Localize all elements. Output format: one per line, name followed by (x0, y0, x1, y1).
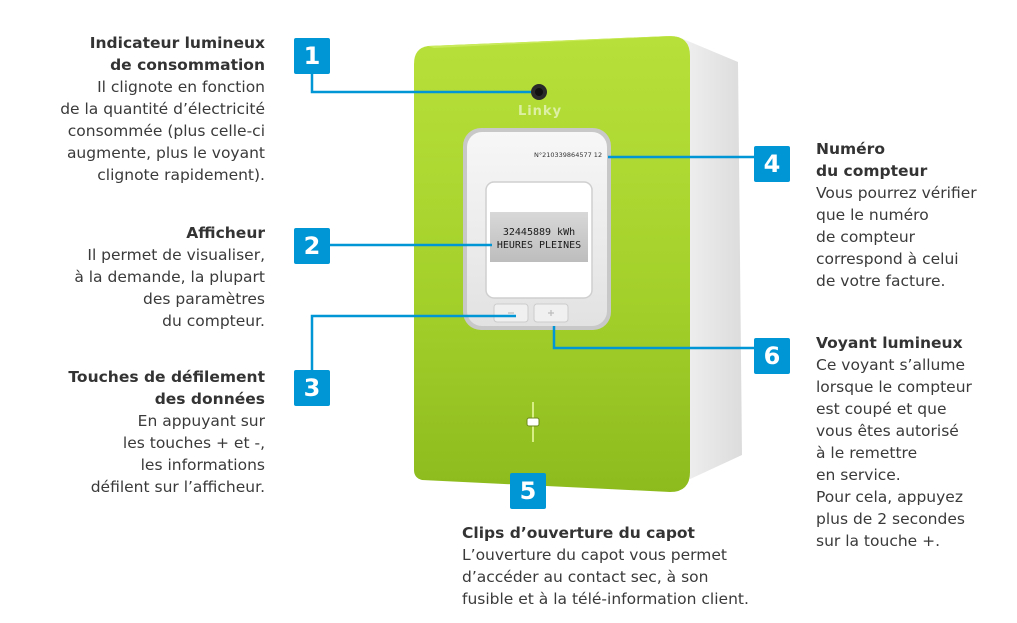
callout-4-title-line2: du compteur (816, 162, 928, 180)
callout-1-description: Il clignote en fonction de la quantité d… (60, 78, 265, 184)
meter-side-panel (676, 36, 742, 480)
callout-2-title: Afficheur (186, 224, 265, 242)
meter-top-edge (428, 36, 676, 48)
badge-5: 5 (510, 473, 546, 509)
lcd-line-tariff: HEURES PLEINES (496, 240, 582, 251)
callout-3-title-line1: Touches de défilement (68, 368, 265, 386)
badge-6: 6 (754, 338, 790, 374)
lcd-readout: 32445889 kWh HEURES PLEINES (490, 216, 588, 266)
callout-4: Numéro du compteur Vous pourrez vérifier… (816, 138, 1012, 292)
meter-serial-number: N°210339864577 12 (534, 151, 603, 159)
callout-2: Afficheur Il permet de visualiser, à la … (5, 222, 265, 332)
callout-6-description: Ce voyant s’allume lorsque le compteur e… (816, 356, 972, 550)
leader-line-1 (310, 74, 531, 94)
callout-2-description: Il permet de visualiser, à la demande, l… (74, 246, 265, 330)
callout-4-title-line1: Numéro (816, 140, 885, 158)
callout-1: Indicateur lumineux de consommation Il c… (5, 32, 265, 186)
lcd-line-energy: 32445889 kWh (502, 227, 576, 238)
badge-1: 1 (294, 38, 330, 74)
callout-5-description: L’ouverture du capot vous permet d’accéd… (462, 546, 749, 608)
lcd-screen (490, 212, 588, 262)
leader-line-6 (552, 326, 754, 350)
callout-6: Voyant lumineux Ce voyant s’allume lorsq… (816, 332, 1012, 552)
badge-3: 3 (294, 370, 330, 406)
leader-line-3 (310, 314, 516, 375)
callout-6-title: Voyant lumineux (816, 334, 963, 352)
callout-4-description: Vous pourrez vérifier que le numéro de c… (816, 184, 977, 290)
cover-clip[interactable] (526, 417, 540, 427)
badge-2: 2 (294, 228, 330, 264)
callout-5-title: Clips d’ouverture du capot (462, 524, 695, 542)
callout-3-description: En appuyant sur les touches + et -, les … (90, 412, 265, 496)
badge-4: 4 (754, 146, 790, 182)
meter-brand-logo: Linky (517, 104, 563, 119)
consumption-led-core (535, 88, 543, 96)
callout-3: Touches de défilement des données En app… (5, 366, 265, 498)
callout-3-title-line2: des données (154, 390, 265, 408)
leader-lines (310, 74, 754, 375)
callout-5: Clips d’ouverture du capot L’ouverture d… (462, 522, 802, 610)
callout-1-title-line2: de consommation (110, 56, 265, 74)
callout-1-title-line1: Indicateur lumineux (89, 34, 265, 52)
